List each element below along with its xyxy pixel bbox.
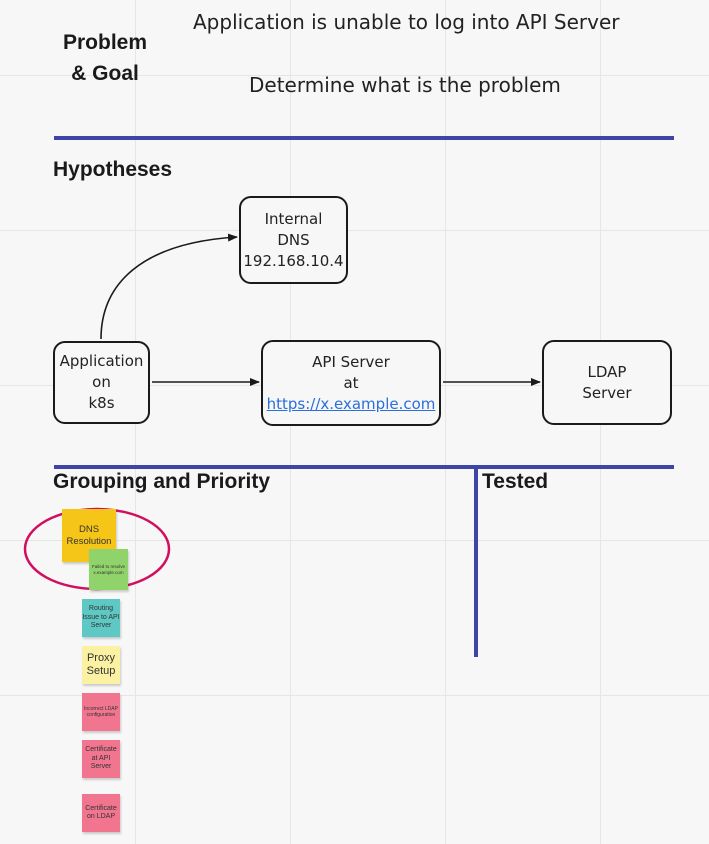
problem-title-line2: & Goal [71, 62, 139, 85]
app-node-line3: k8s [88, 394, 115, 412]
dns-node-line2: DNS [277, 230, 310, 249]
dns-node-line1: Internal [264, 209, 323, 228]
app-node-line2: on [92, 373, 111, 391]
hypotheses-heading: Hypotheses [53, 158, 173, 181]
ldap-server-node[interactable]: LDAP Server [542, 340, 672, 425]
sticky-incorrect-ldap[interactable]: Incorrect LDAP configuration [82, 693, 120, 731]
api-server-node[interactable]: API Server at https://x.example.com [261, 340, 441, 426]
sticky-certificate-api[interactable]: Certificate at API Server [82, 740, 120, 778]
sticky-proxy-setup[interactable]: Proxy Setup [82, 646, 120, 684]
sticky-failed-resolve[interactable]: Failed to resolve x.example.com [89, 549, 128, 590]
problem-goal-title: Problem & Goal [55, 27, 155, 89]
dns-node-ip: 192.168.10.4 [243, 251, 344, 270]
sticky-certificate-ldap[interactable]: Certificate on LDAP [82, 794, 120, 832]
internal-dns-node[interactable]: Internal DNS 192.168.10.4 [239, 196, 348, 284]
api-node-line2: at [343, 373, 359, 392]
goal-statement: Determine what is the problem [249, 73, 561, 97]
problem-statement: Application is unable to log into API Se… [193, 10, 620, 34]
problem-title-line1: Problem [62, 31, 148, 54]
sticky-routing-issue[interactable]: Routing Issue to API Server [82, 599, 120, 637]
api-node-line1: API Server [312, 352, 390, 371]
ldap-node-line2: Server [582, 383, 632, 402]
ldap-node-line1: LDAP [587, 362, 627, 381]
app-node-line1: Application [59, 352, 144, 370]
grouping-heading: Grouping and Priority [53, 470, 271, 493]
application-node[interactable]: Application on k8s [53, 341, 150, 424]
arrow-app-to-dns [100, 233, 238, 340]
tested-heading: Tested [482, 470, 549, 493]
top-divider [54, 136, 674, 140]
middle-divider [54, 465, 674, 469]
api-server-link[interactable]: https://x.example.com [266, 394, 436, 413]
tested-divider [474, 467, 478, 657]
